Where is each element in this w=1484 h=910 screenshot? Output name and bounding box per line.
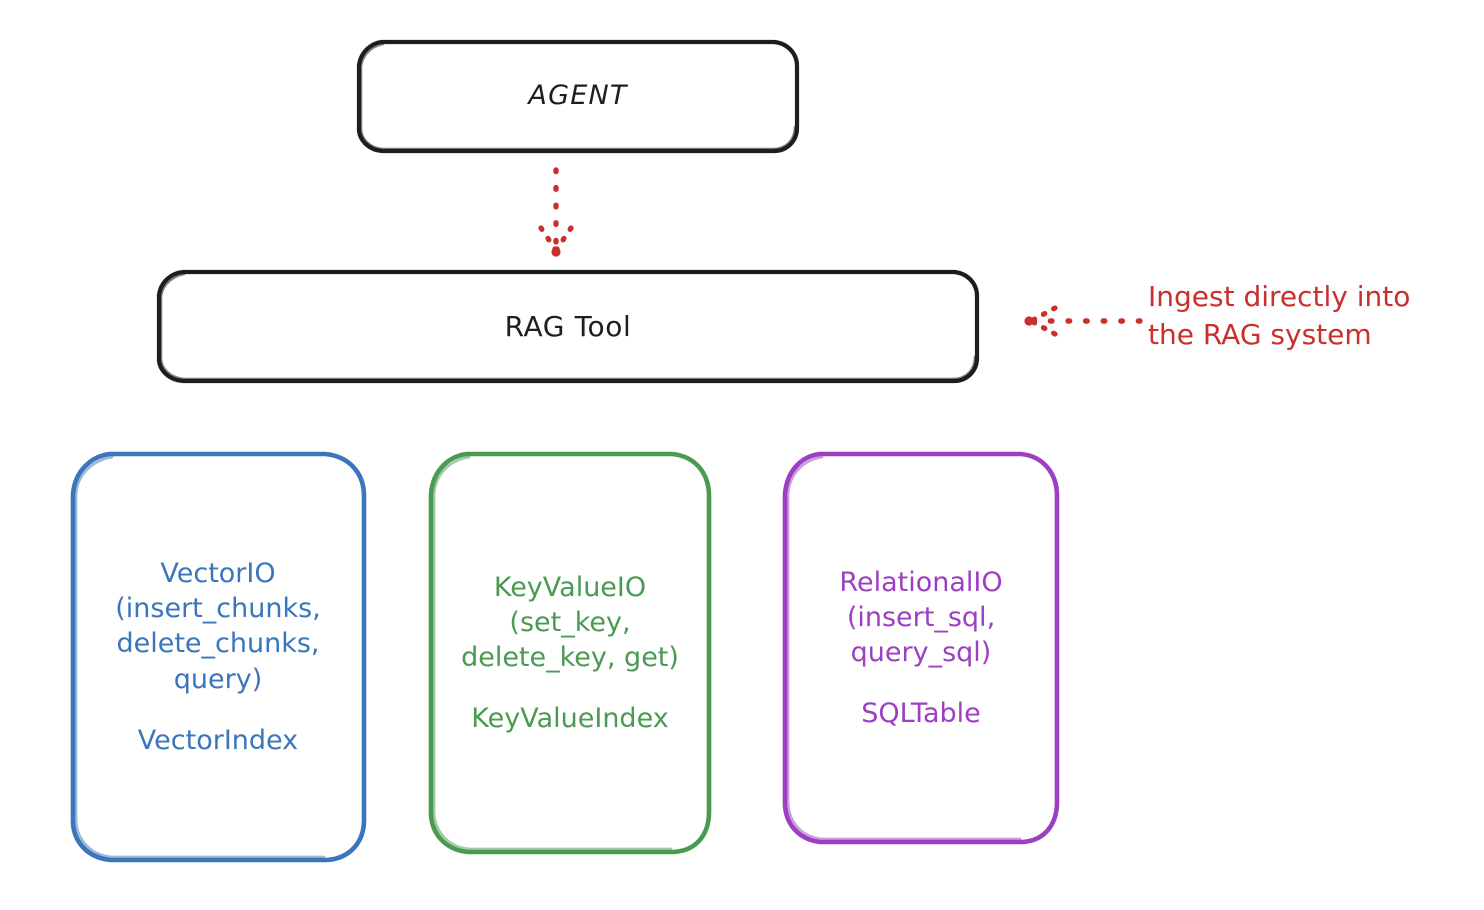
spacer	[115, 697, 320, 723]
ingest-annotation: Ingest directly into the RAG system	[1148, 280, 1411, 351]
agent-node[interactable]: AGENT	[356, 39, 800, 154]
rag-tool-label: RAG Tool	[504, 309, 632, 343]
key-value-io-index-label: KeyValueIndex	[471, 703, 669, 735]
rag-tool-node[interactable]: RAG Tool	[156, 269, 980, 384]
vector-io-label: VectorIO (insert_chunks, delete_chunks, …	[115, 556, 320, 757]
relational-io-node[interactable]: RelationalIO (insert_sql, query_sql) SQLT…	[780, 450, 1062, 846]
vector-io-api-label: VectorIO (insert_chunks, delete_chunks, …	[115, 558, 321, 695]
spacer	[461, 675, 679, 701]
key-value-io-label: KeyValueIO (set_key, delete_key, get) Key…	[461, 570, 679, 736]
spacer	[839, 670, 1002, 696]
vector-io-node[interactable]: VectorIO (insert_chunks, delete_chunks, …	[68, 450, 368, 864]
key-value-io-api-label: KeyValueIO (set_key, delete_key, get)	[461, 571, 679, 673]
relational-io-index-label: SQLTable	[861, 698, 981, 730]
agent-to-rag-arrow	[538, 167, 574, 257]
vector-io-index-label: VectorIndex	[137, 724, 299, 756]
agent-label: AGENT	[528, 80, 628, 112]
relational-io-label: RelationalIO (insert_sql, query_sql) SQLT…	[839, 565, 1002, 731]
relational-io-api-label: RelationalIO (insert_sql, query_sql)	[839, 566, 1003, 668]
ingest-to-rag-arrow	[1024, 305, 1143, 337]
key-value-io-node[interactable]: KeyValueIO (set_key, delete_key, get) Key…	[426, 450, 714, 856]
